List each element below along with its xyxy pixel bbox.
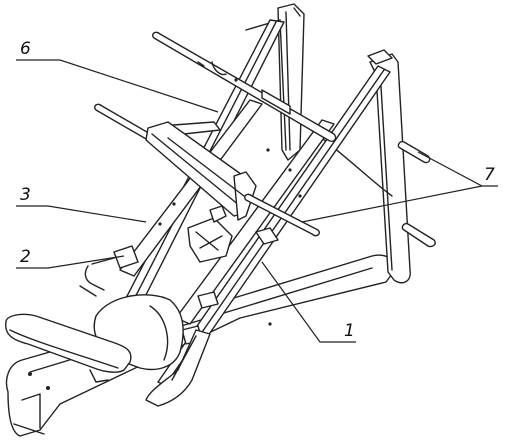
seat-pad <box>5 313 132 383</box>
guide-rails <box>95 19 391 389</box>
callout-7: 7 <box>484 165 495 185</box>
foot-platform <box>145 121 257 221</box>
callout-3: 3 <box>20 185 31 205</box>
lower-sled-support <box>145 329 211 407</box>
lock-lever <box>79 245 139 297</box>
upper-weight-horn <box>151 31 337 143</box>
lower-weight-horns <box>243 140 437 248</box>
callout-2: 2 <box>20 247 31 267</box>
leader-lines <box>16 59 498 343</box>
callout-1: 1 <box>344 321 355 341</box>
callout-6: 6 <box>20 39 31 59</box>
right-upright-frame <box>299 49 411 284</box>
carriage-brackets <box>181 205 279 345</box>
